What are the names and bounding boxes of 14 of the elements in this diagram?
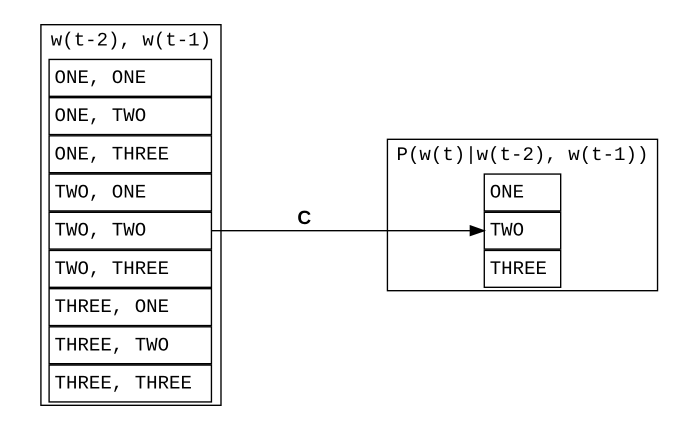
node-box: ONE [483,173,561,212]
node-box: THREE, ONE [48,288,212,326]
node-box: TWO [483,212,561,250]
node-box: THREE, THREE [48,364,212,403]
node-box: THREE, TWO [48,326,212,364]
node-box: TWO, THREE [48,250,212,288]
arrow [211,224,486,236]
node-box: ONE, ONE [48,58,212,97]
node-box: ONE, THREE [48,135,212,174]
node-box: TWO, ONE [48,173,212,212]
node-box: ONE, TWO [48,97,212,136]
node-box: THREE [483,250,561,288]
edge-label: C [296,208,311,230]
node-box: TWO, TWO [48,212,212,250]
